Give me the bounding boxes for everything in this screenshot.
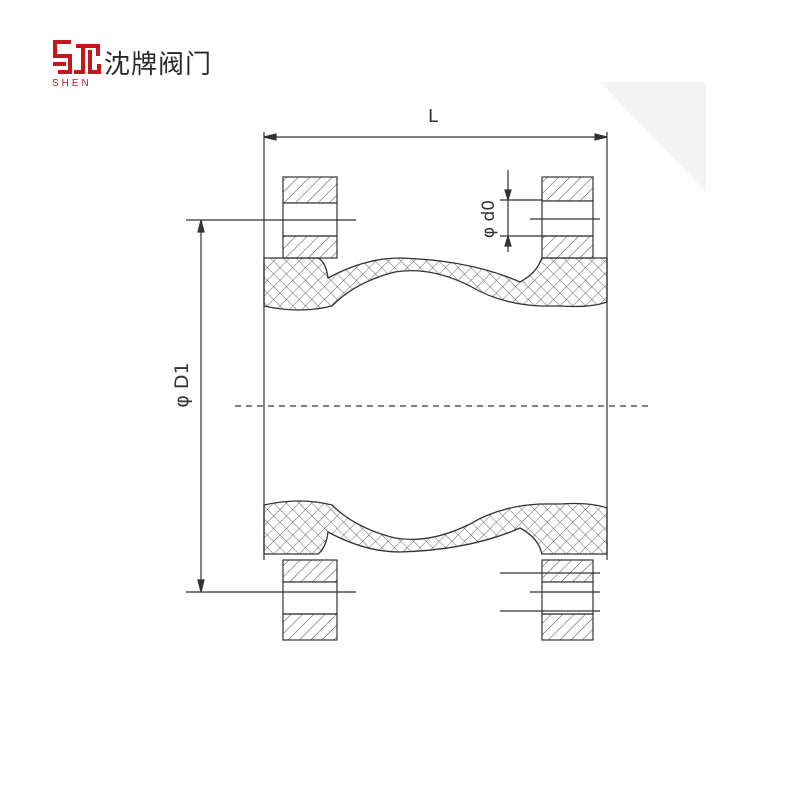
shen-brand-mark-icon xyxy=(53,40,101,74)
flange-top-left-lower xyxy=(282,235,338,259)
length-arrow-right xyxy=(594,133,608,141)
flange-bottom-right-upper xyxy=(541,559,594,583)
background-shade xyxy=(600,82,706,192)
bolt-circle-label: φ D1 xyxy=(171,362,193,407)
flange-bottom-left-lower xyxy=(282,613,338,641)
length-label: L xyxy=(428,106,438,127)
rubber-body-bottom xyxy=(263,500,608,555)
d0-arrow-top xyxy=(504,189,512,203)
d1-arrow-top xyxy=(197,219,205,233)
flange-top-left-upper xyxy=(282,176,338,204)
flange-bottom-right-lower xyxy=(541,613,594,641)
flange-bottom-left-hole xyxy=(282,581,338,615)
flange-top-right-lower xyxy=(541,235,594,259)
d1-arrow-bottom xyxy=(197,579,205,593)
flange-top-right-upper xyxy=(541,176,594,202)
brand-name-cn: 沈牌阀门 xyxy=(104,50,213,80)
length-arrow-left xyxy=(263,133,277,141)
flange-bottom-left-upper xyxy=(282,559,338,583)
brand-name-en: SHEN xyxy=(52,78,92,89)
d0-arrow-bottom xyxy=(504,233,512,247)
flange-bottom-right-hole xyxy=(541,581,594,615)
bolt-hole-label: φ d0 xyxy=(479,200,499,238)
brand-logo: 沈牌阀门 SHEN xyxy=(52,38,222,98)
rubber-body-top xyxy=(263,257,608,311)
